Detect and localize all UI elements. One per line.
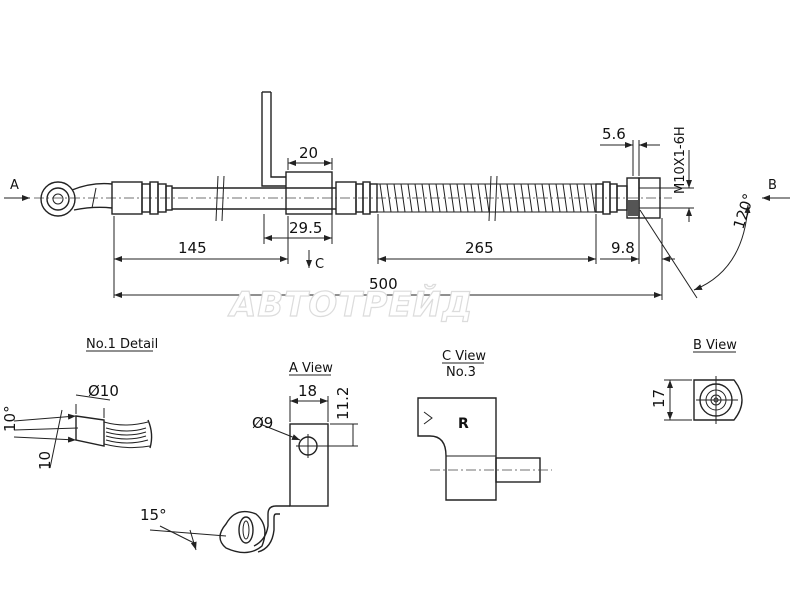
a-view-title: A View [289,361,333,376]
detail-no1-angle-text: 10° [1,405,19,432]
banjo-fitting [40,181,113,217]
dim-500-text: 500 [369,275,398,293]
dim-9-8: 9.8 [600,218,675,264]
dim-20-text: 20 [299,144,318,162]
dim-5-6: 5.6 [600,125,660,176]
dim-29-5: 29.5 [263,214,333,244]
dim-265: 265 [377,214,597,264]
dim-9-8-text: 9.8 [611,239,635,257]
b-view-height-text: 17 [650,389,668,408]
watermark-text: АВТОТРЕЙД [227,284,473,325]
detail-no1-title: No.1 Detail [86,337,158,352]
detail-no1-dia-text: Ø10 [88,382,119,400]
detail-no1: No.1 Detail 10° Ø10 10 [1,337,158,470]
dim-20: 20 [287,144,333,170]
detail-no1-len-text: 10 [36,451,54,470]
thread-spec-text: M10X1-6H [673,126,688,194]
c-view-title: C View [442,349,486,364]
b-view-title: B View [693,338,737,353]
view-a-label: A [10,178,19,193]
dim-5-6-text: 5.6 [602,125,626,143]
c-view-sub: No.3 [446,365,476,380]
nut-hatch [628,200,638,216]
b-view: B View 17 [650,338,743,424]
dim-145-text: 145 [178,239,207,257]
a-view-hole-text: Ø9 [252,414,273,432]
a-view: A View 18 11.2 Ø9 15° [140,361,358,554]
dim-265-text: 265 [465,239,494,257]
a-view-width-text: 18 [298,382,317,400]
crimp-ferrule-1 [111,181,173,215]
section-c-label: C [315,257,324,272]
angle-120: 120° [639,191,758,299]
a-view-angle-text: 15° [140,506,167,524]
view-b-label: B [768,178,777,193]
thread-callout: M10X1-6H [660,126,694,222]
section-c-marker: C [306,250,324,272]
crimp-ferrule-2 [335,181,378,215]
angle-120-text: 120° [730,191,758,231]
dim-500: 500 [114,218,663,300]
c-view-mark: R [458,416,469,432]
rubber-hose [172,175,336,222]
spring-guard [377,175,596,222]
c-view: C View No.3 R [417,349,552,501]
a-view-height-text: 11.2 [334,387,352,420]
end-fitting [595,177,661,219]
dim-29-5-text: 29.5 [289,219,322,237]
main-view: A B [4,91,790,300]
mounting-bracket [261,91,333,215]
dim-145: 145 [113,216,289,298]
